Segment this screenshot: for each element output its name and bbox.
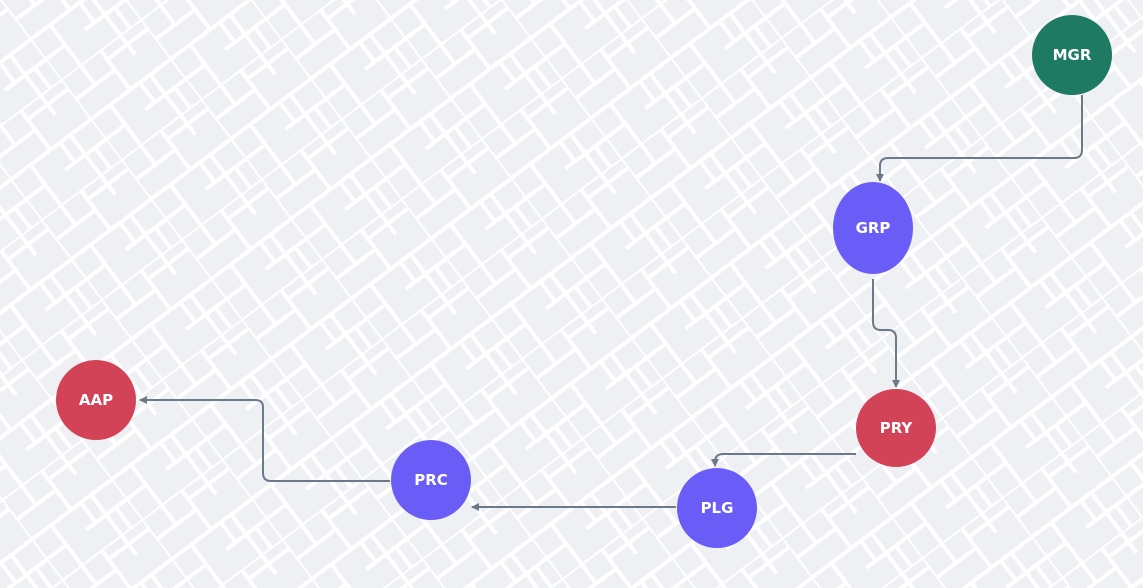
node-prc[interactable]: PRC <box>391 440 471 520</box>
node-aap[interactable]: AAP <box>56 360 136 440</box>
node-aap-circle <box>56 360 136 440</box>
node-pry-label: PRY <box>880 419 914 437</box>
node-aap-label: AAP <box>79 391 113 409</box>
node-mgr-label: MGR <box>1053 46 1092 64</box>
edge-mgr-to-grp <box>876 95 1083 182</box>
node-grp-label: GRP <box>856 219 891 237</box>
edges-layer <box>139 95 1083 511</box>
edge-pry-to-plg <box>711 453 856 467</box>
edge-prc-to-aap <box>139 396 390 482</box>
node-pry[interactable]: PRY <box>856 389 936 467</box>
nodes-layer: MGR GRP PRY PLG PRC AAP <box>56 15 1112 548</box>
node-prc-label: PRC <box>414 471 448 489</box>
edge-grp-to-pry <box>872 279 900 388</box>
node-mgr[interactable]: MGR <box>1032 15 1112 95</box>
node-plg-label: PLG <box>701 499 734 517</box>
node-plg-circle <box>677 468 757 548</box>
node-prc-circle <box>391 440 471 520</box>
node-plg[interactable]: PLG <box>677 468 757 548</box>
node-grp-circle <box>833 182 913 274</box>
node-grp[interactable]: GRP <box>833 182 913 274</box>
node-pry-circle <box>856 389 936 467</box>
node-mgr-circle <box>1032 15 1112 95</box>
